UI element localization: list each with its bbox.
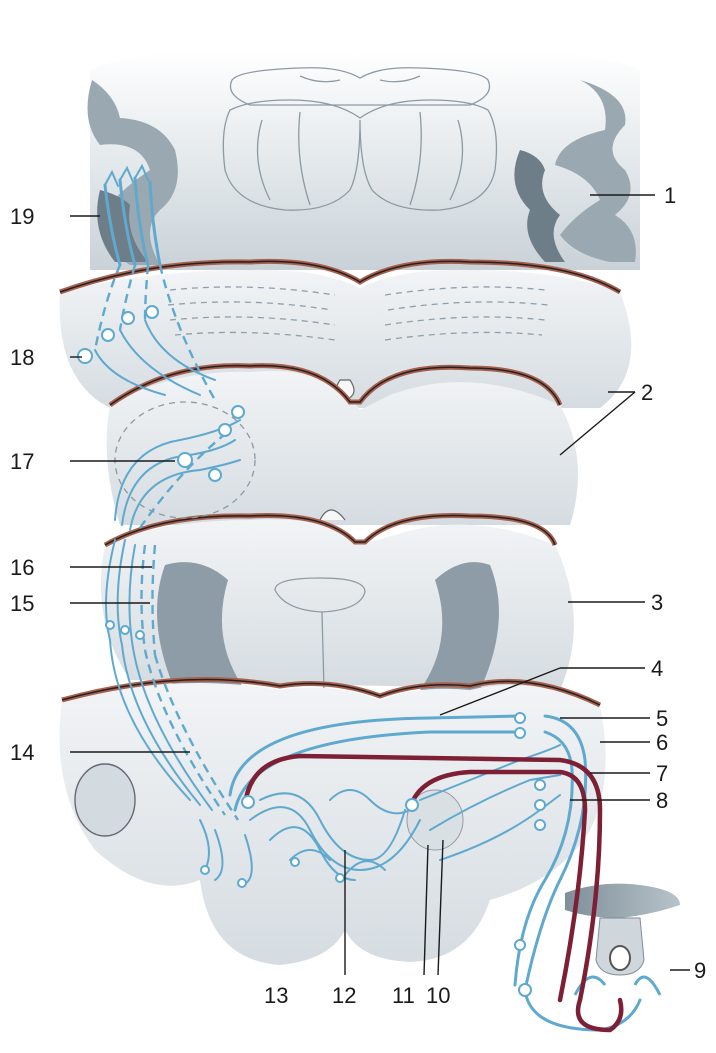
callout-5: 5 [656, 706, 668, 731]
callout-6: 6 [656, 730, 668, 755]
callout-18: 18 [10, 345, 34, 370]
callout-12: 12 [332, 983, 356, 1008]
callout-11: 11 [392, 983, 415, 1008]
callout-2: 2 [641, 380, 653, 405]
upper-brain-region [88, 50, 641, 270]
callout-14: 14 [10, 740, 34, 765]
callout-17: 17 [10, 449, 34, 474]
callout-13: 13 [264, 983, 288, 1008]
callout-19: 19 [10, 204, 34, 229]
section-slab-lower [101, 516, 574, 690]
callout-8: 8 [656, 788, 668, 813]
callout-16: 16 [10, 555, 34, 580]
callout-4: 4 [651, 656, 663, 681]
callout-3: 3 [651, 590, 663, 615]
callout-15: 15 [10, 591, 34, 616]
callout-9: 9 [694, 958, 706, 983]
callout-10: 10 [426, 983, 450, 1008]
callout-1: 1 [664, 183, 676, 208]
callout-7: 7 [656, 761, 668, 786]
